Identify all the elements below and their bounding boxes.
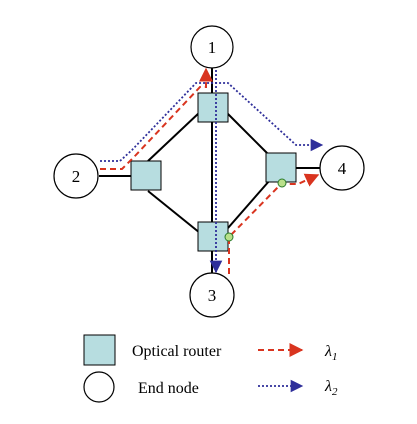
legend-lambda2-subscript: 2 [332, 386, 338, 398]
network-links [99, 67, 320, 273]
legend: Optical router End node λ1 λ2 [83, 334, 338, 403]
end-node-4 [319, 145, 365, 191]
legend-router-label: Optical router [132, 343, 222, 360]
lambda1-path-3-to-4 [228, 173, 320, 274]
end-node-2-label: 2 [72, 167, 81, 186]
optical-routers [130, 92, 297, 252]
end-node-2 [53, 153, 99, 199]
legend-lambda2-symbol: λ [324, 378, 332, 395]
lightpaths-lambda2 [100, 70, 324, 274]
legend-end-node-label: End node [138, 380, 199, 397]
legend-end-node-swatch [83, 371, 115, 403]
lambda1-path-2-to-1 [100, 67, 213, 170]
lambda2-path-2-to-4 [100, 82, 324, 162]
link-router-right-router-bottom [227, 179, 271, 229]
optical-router-left [130, 160, 162, 191]
link-router-left-router-top [147, 111, 201, 162]
legend-lambda2-label: λ2 [324, 378, 338, 398]
legend-lambda1-label: λ1 [324, 343, 337, 363]
end-node-1-label: 1 [208, 38, 217, 57]
legend-lambda1-subscript: 1 [332, 351, 338, 363]
legend-lambda1-symbol: λ [324, 343, 332, 360]
legend-router-swatch [83, 334, 116, 366]
optical-router-bottom [197, 221, 229, 252]
optical-router-right [265, 152, 297, 183]
wavelength-converters [224, 178, 287, 242]
end-nodes: 1 2 3 4 [53, 25, 365, 318]
optical-router-top [197, 92, 229, 123]
end-node-3-label: 3 [208, 286, 217, 305]
link-router-top-router-right [225, 111, 271, 157]
end-node-4-label: 4 [338, 159, 347, 178]
converter-router-bottom [224, 232, 234, 242]
converter-router-right [277, 178, 287, 188]
link-router-left-router-bottom [147, 190, 201, 234]
